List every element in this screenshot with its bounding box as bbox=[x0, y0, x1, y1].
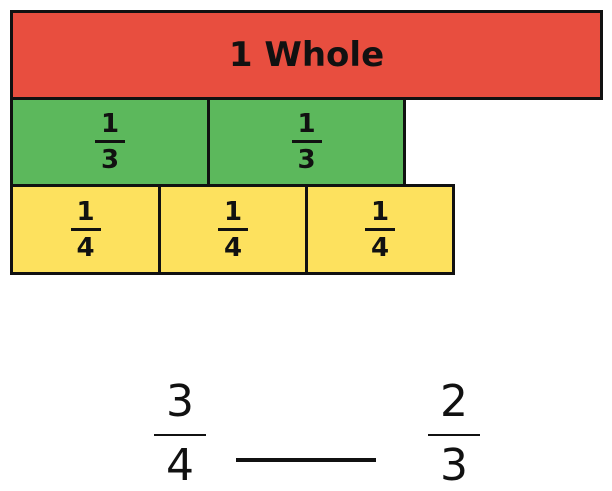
right-numerator: 2 bbox=[440, 376, 468, 427]
fraction-denominator: 4 bbox=[370, 232, 390, 263]
left-fraction: 3 4 bbox=[154, 380, 206, 488]
right-fraction-bar bbox=[428, 434, 480, 436]
whole-label: 1 Whole bbox=[228, 35, 385, 75]
fraction-numerator: 1 bbox=[100, 109, 120, 139]
quarter-bar-3: 1 4 bbox=[305, 184, 455, 275]
fraction-denominator: 3 bbox=[100, 145, 120, 175]
fraction-bar bbox=[291, 140, 322, 143]
fraction-numerator: 1 bbox=[297, 109, 316, 139]
comparison-blank[interactable] bbox=[236, 458, 376, 462]
fraction-denominator: 4 bbox=[76, 232, 95, 263]
quarter-bar-2: 1 4 bbox=[158, 184, 308, 275]
left-fraction-bar bbox=[154, 434, 206, 436]
fraction-bar bbox=[95, 140, 125, 143]
fraction-denominator: 3 bbox=[297, 145, 316, 175]
fraction-numerator: 1 bbox=[370, 196, 390, 227]
right-denominator: 3 bbox=[440, 440, 468, 491]
fraction-numerator: 1 bbox=[223, 196, 243, 227]
left-numerator: 3 bbox=[166, 376, 194, 427]
left-denominator: 4 bbox=[166, 440, 194, 491]
third-bar-1: 1 3 bbox=[10, 97, 210, 187]
fraction-bar bbox=[218, 227, 248, 231]
quarter-bar-1: 1 4 bbox=[10, 184, 161, 275]
third-bar-2: 1 3 bbox=[207, 97, 406, 187]
whole-bar: 1 Whole bbox=[10, 10, 603, 100]
right-fraction: 2 3 bbox=[428, 380, 480, 488]
fraction-bar bbox=[365, 227, 395, 231]
fraction-denominator: 4 bbox=[223, 232, 243, 263]
fraction-numerator: 1 bbox=[76, 196, 95, 227]
fraction-bar bbox=[70, 227, 101, 231]
